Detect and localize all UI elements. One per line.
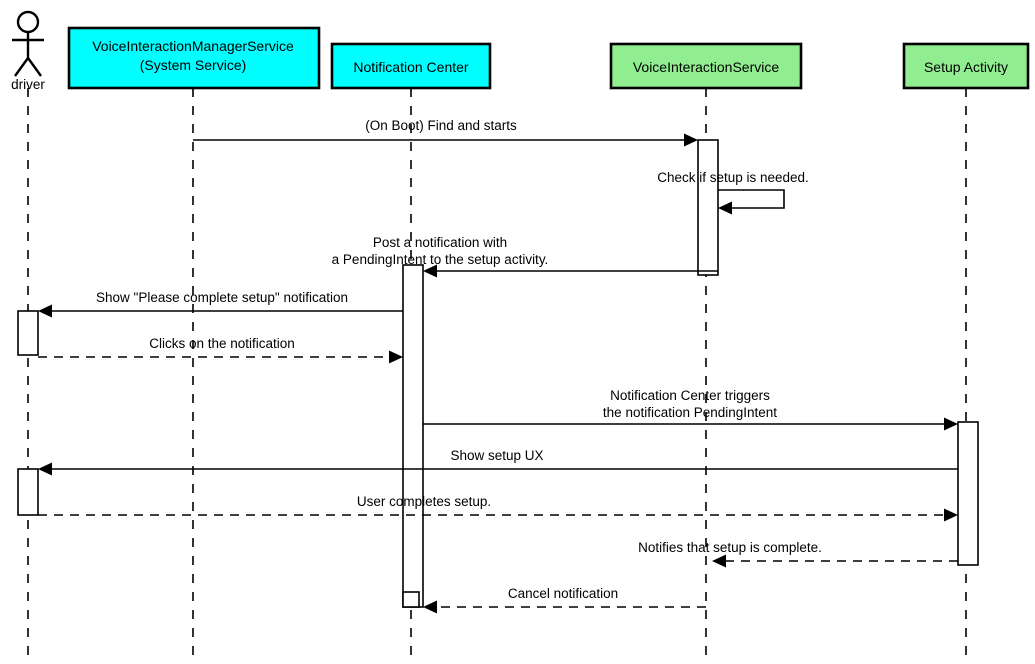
participant-box-setup[interactable] (902, 42, 1030, 90)
participant-label-notif: Notification Center (353, 59, 469, 75)
message-label-m3-line2: a PendingIntent to the setup activity. (332, 252, 549, 267)
lifelines-layer (27, 88, 967, 664)
message-label-m1: (On Boot) Find and starts (365, 118, 517, 133)
participant-box-vims[interactable] (67, 26, 321, 90)
message-label-m3: Post a notification with (373, 235, 507, 250)
activation-bar-notif-5 (402, 591, 420, 608)
actor-label-driver: driver (11, 77, 45, 92)
message-label-m5: Clicks on the notification (149, 336, 295, 351)
message-label-m8: User completes setup. (357, 494, 491, 509)
activation-bar-driver-1 (17, 310, 39, 356)
message-label-m10: Cancel notification (508, 586, 618, 601)
participant-label-vims: VoiceInteractionManagerService (92, 38, 294, 54)
actor-leg-left-icon (14, 57, 29, 77)
message-label-m6: Notification Center triggers (610, 388, 770, 403)
message-label-m9: Notifies that setup is complete. (638, 540, 822, 555)
activation-bar-driver-4 (17, 468, 39, 516)
message-m3 (423, 264, 718, 278)
activation-bar-setup-3 (957, 421, 979, 566)
arrowhead (684, 133, 698, 147)
participant-setup[interactable]: Setup Activity (902, 42, 1030, 90)
participant-boxes-layer: driver VoiceInteractionManagerService (Sys… (11, 10, 1030, 92)
message-m8 (38, 508, 958, 522)
participant-box-notif[interactable] (330, 42, 492, 90)
message-m1 (193, 133, 698, 147)
arrowhead (718, 201, 732, 215)
arrowhead (423, 600, 437, 614)
message-label-m6-line2: the notification PendingIntent (603, 405, 777, 420)
message-line-m2 (718, 189, 785, 209)
participant-vis[interactable]: VoiceInteractionService (609, 42, 803, 90)
message-m6 (423, 417, 958, 431)
participant-sublabel-vims: (System Service) (140, 57, 247, 73)
actor-head-icon (16, 10, 40, 34)
activation-bars-layer (17, 139, 979, 608)
actor-driver: driver (11, 10, 45, 92)
message-label-m7: Show setup UX (450, 448, 543, 463)
activation-bar-vis-0 (697, 139, 719, 276)
arrowhead (38, 462, 52, 476)
message-m5 (38, 350, 403, 364)
arrowhead (389, 350, 403, 364)
arrowhead (712, 554, 726, 568)
participant-label-setup: Setup Activity (924, 59, 1008, 75)
participant-box-vis[interactable] (609, 42, 803, 90)
arrowhead (423, 264, 437, 278)
message-label-m4: Show "Please complete setup" notificatio… (96, 290, 348, 305)
participant-vims[interactable]: VoiceInteractionManagerService (System Se… (67, 26, 321, 90)
arrowhead (944, 508, 958, 522)
actor-leg-right-icon (27, 57, 42, 77)
participant-label-vis: VoiceInteractionService (633, 59, 780, 75)
messages-layer (38, 133, 958, 614)
activation-bar-notif-2 (402, 264, 424, 608)
arrowhead (944, 417, 958, 431)
arrowhead (38, 304, 52, 318)
message-m9 (712, 554, 958, 568)
message-m10 (423, 600, 706, 614)
message-m4 (38, 304, 403, 318)
message-label-m2: Check if setup is needed. (657, 170, 809, 185)
participant-notif[interactable]: Notification Center (330, 42, 492, 90)
message-m7 (38, 462, 958, 476)
message-m2 (718, 189, 785, 215)
